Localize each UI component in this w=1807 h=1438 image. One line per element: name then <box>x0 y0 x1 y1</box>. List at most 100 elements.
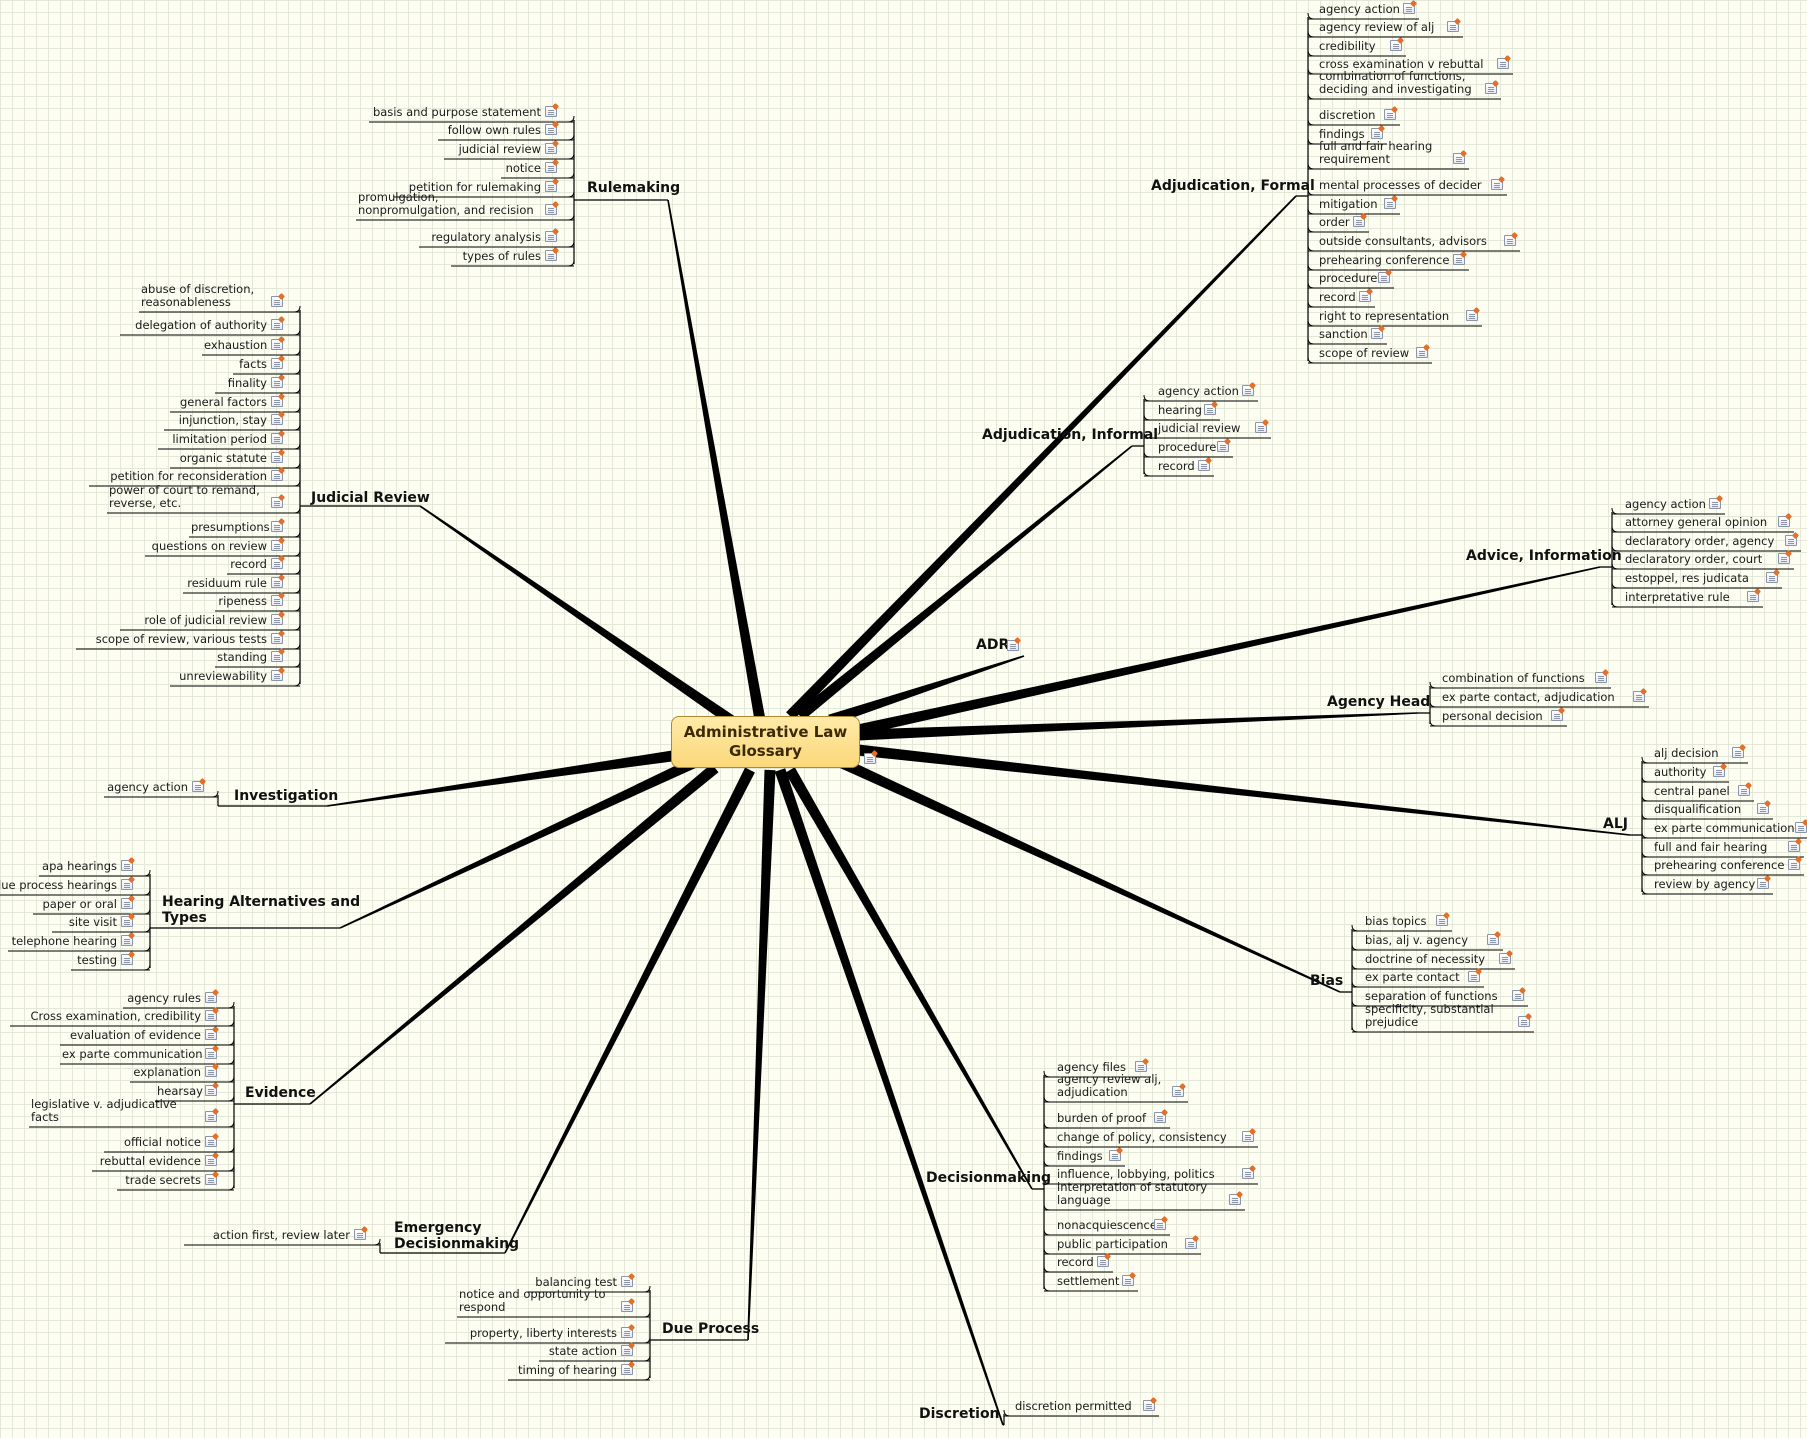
leaf-judicial-review-1[interactable]: delegation of authority <box>135 318 267 332</box>
leaf-adj-formal-16[interactable]: sanction <box>1319 327 1368 341</box>
leaf-adj-formal-11[interactable]: outside consultants, advisors <box>1319 234 1487 248</box>
leaf-advice-4[interactable]: estoppel, res judicata <box>1625 571 1749 585</box>
leaf-rulemaking-1[interactable]: follow own rules <box>447 123 541 137</box>
note-icon-alj-7[interactable] <box>1757 878 1769 889</box>
leaf-agency-head-0[interactable]: combination of functions <box>1442 671 1585 685</box>
note-icon-rulemaking-2[interactable] <box>545 143 557 154</box>
note-icon-alj-2[interactable] <box>1738 785 1750 796</box>
note-icon-bias-2[interactable] <box>1499 953 1511 964</box>
branch-title-agency-head[interactable]: Agency Head <box>1327 694 1431 710</box>
note-icon-decisionmaking-6[interactable] <box>1229 1194 1241 1205</box>
branch-title-judicial-review[interactable]: Judicial Review <box>311 490 430 506</box>
note-icon-emergency-0[interactable] <box>354 1229 366 1240</box>
leaf-discretion-0[interactable]: discretion permitted <box>1015 1399 1132 1413</box>
note-icon-adj-formal-0[interactable] <box>1403 3 1415 14</box>
leaf-decisionmaking-5[interactable]: influence, lobbying, politics <box>1057 1167 1215 1181</box>
note-icon-rulemaking-4[interactable] <box>545 181 557 192</box>
leaf-due-process-3[interactable]: state action <box>548 1344 617 1358</box>
note-icon-judicial-review-10[interactable] <box>271 497 283 508</box>
leaf-due-process-1[interactable]: notice and opportunity to respond <box>459 1287 606 1314</box>
note-icon-adj-informal-4[interactable] <box>1198 460 1210 471</box>
leaf-hearing-alternatives-0[interactable]: apa hearings <box>42 859 117 873</box>
leaf-rulemaking-5[interactable]: promulgation, nonpromulgation, and recis… <box>358 190 534 217</box>
note-icon-judicial-review-9[interactable] <box>271 470 283 481</box>
note-icon-due-process-4[interactable] <box>621 1364 633 1375</box>
leaf-decisionmaking-8[interactable]: public participation <box>1057 1237 1168 1251</box>
leaf-decisionmaking-0[interactable]: agency files <box>1057 1060 1126 1074</box>
leaf-judicial-review-18[interactable]: standing <box>217 650 267 664</box>
note-icon-adj-informal-2[interactable] <box>1255 422 1267 433</box>
note-icon-advice-3[interactable] <box>1778 553 1790 564</box>
leaf-advice-3[interactable]: declaratory order, court <box>1625 552 1763 566</box>
branch-title-discretion[interactable]: Discretion <box>919 1406 1000 1422</box>
leaf-evidence-6[interactable]: legislative v. adjudicative facts <box>31 1097 177 1124</box>
note-icon-judicial-review-8[interactable] <box>271 452 283 463</box>
leaf-alj-1[interactable]: authority <box>1654 765 1707 779</box>
note-icon-judicial-review-3[interactable] <box>271 358 283 369</box>
note-icon-hearing-alternatives-2[interactable] <box>121 898 133 909</box>
note-icon-evidence-2[interactable] <box>205 1029 217 1040</box>
note-icon-evidence-6[interactable] <box>205 1111 217 1122</box>
note-icon-judicial-review-15[interactable] <box>271 595 283 606</box>
note-icon-decisionmaking-10[interactable] <box>1122 1275 1134 1286</box>
leaf-judicial-review-8[interactable]: organic statute <box>179 451 267 465</box>
leaf-rulemaking-6[interactable]: regulatory analysis <box>431 230 541 244</box>
leaf-judicial-review-17[interactable]: scope of review, various tests <box>95 632 267 646</box>
branch-title-alj[interactable]: ALJ <box>1603 816 1628 832</box>
leaf-rulemaking-7[interactable]: types of rules <box>462 249 541 263</box>
leaf-judicial-review-13[interactable]: record <box>230 557 267 571</box>
leaf-adj-formal-17[interactable]: scope of review <box>1319 346 1410 360</box>
branch-title-advice[interactable]: Advice, Information <box>1466 548 1622 564</box>
leaf-judicial-review-3[interactable]: facts <box>239 357 267 371</box>
note-icon-adj-formal-13[interactable] <box>1378 272 1390 283</box>
note-icon-evidence-0[interactable] <box>205 992 217 1003</box>
leaf-decisionmaking-6[interactable]: interpretation of statutory language <box>1057 1180 1208 1207</box>
leaf-decisionmaking-3[interactable]: change of policy, consistency <box>1057 1130 1227 1144</box>
note-icon-due-process-3[interactable] <box>621 1345 633 1356</box>
leaf-adj-formal-4[interactable]: combination of functions, deciding and i… <box>1319 69 1472 96</box>
leaf-bias-2[interactable]: doctrine of necessity <box>1365 952 1486 966</box>
leaf-adj-formal-7[interactable]: full and fair hearing requirement <box>1319 139 1433 166</box>
leaf-adj-informal-4[interactable]: record <box>1158 459 1195 473</box>
note-icon-judicial-review-18[interactable] <box>271 651 283 662</box>
note-icon-agency-head-2[interactable] <box>1551 710 1563 721</box>
note-icon-judicial-review-4[interactable] <box>271 377 283 388</box>
leaf-judicial-review-6[interactable]: injunction, stay <box>178 413 267 427</box>
note-icon-rulemaking-5[interactable] <box>545 204 557 215</box>
note-icon-adj-formal-7[interactable] <box>1453 153 1465 164</box>
note-icon-adj-formal-16[interactable] <box>1371 328 1383 339</box>
leaf-adj-formal-3[interactable]: cross examination v rebuttal <box>1319 57 1484 71</box>
leaf-evidence-3[interactable]: ex parte communication <box>62 1047 203 1061</box>
branch-title-hearing-alternatives[interactable]: Hearing Alternatives and Types <box>162 894 361 926</box>
note-icon-rulemaking-7[interactable] <box>545 250 557 261</box>
note-icon-decisionmaking-3[interactable] <box>1242 1131 1254 1142</box>
branch-title-adj-informal[interactable]: Adjudication, Informal <box>982 427 1159 443</box>
leaf-hearing-alternatives-4[interactable]: telephone hearing <box>11 934 117 948</box>
note-icon-advice-2[interactable] <box>1785 535 1797 546</box>
leaf-emergency-0[interactable]: action first, review later <box>212 1228 350 1242</box>
note-icon-advice-4[interactable] <box>1766 572 1778 583</box>
note-icon-adj-informal-3[interactable] <box>1217 441 1229 452</box>
leaf-judicial-review-5[interactable]: general factors <box>179 395 267 409</box>
branch-title-adr[interactable]: ADR <box>976 637 1010 653</box>
note-icon-bias-5[interactable] <box>1518 1016 1530 1027</box>
note-icon-judicial-review-12[interactable] <box>271 540 283 551</box>
note-icon-alj-3[interactable] <box>1757 803 1769 814</box>
central-topic[interactable]: Administrative Law Glossary <box>671 716 860 768</box>
note-icon-adj-formal-5[interactable] <box>1384 109 1396 120</box>
leaf-adj-formal-6[interactable]: findings <box>1319 127 1365 141</box>
note-icon-judicial-review-19[interactable] <box>271 670 283 681</box>
leaf-decisionmaking-10[interactable]: settlement <box>1057 1274 1120 1288</box>
leaf-judicial-review-14[interactable]: residuum rule <box>187 576 267 590</box>
note-icon-judicial-review-5[interactable] <box>271 396 283 407</box>
leaf-evidence-7[interactable]: official notice <box>124 1135 201 1149</box>
leaf-adj-formal-12[interactable]: prehearing conference <box>1319 253 1450 267</box>
leaf-judicial-review-0[interactable]: abuse of discretion, reasonableness <box>141 282 255 309</box>
leaf-adj-formal-13[interactable]: procedure <box>1319 271 1378 285</box>
leaf-hearing-alternatives-1[interactable]: due process hearings <box>0 878 117 892</box>
note-icon-bias-1[interactable] <box>1487 934 1499 945</box>
note-icon-decisionmaking-9[interactable] <box>1097 1256 1109 1267</box>
leaf-alj-7[interactable]: review by agency <box>1654 877 1756 891</box>
note-icon-alj-5[interactable] <box>1788 841 1800 852</box>
note-icon-investigation-0[interactable] <box>192 781 204 792</box>
